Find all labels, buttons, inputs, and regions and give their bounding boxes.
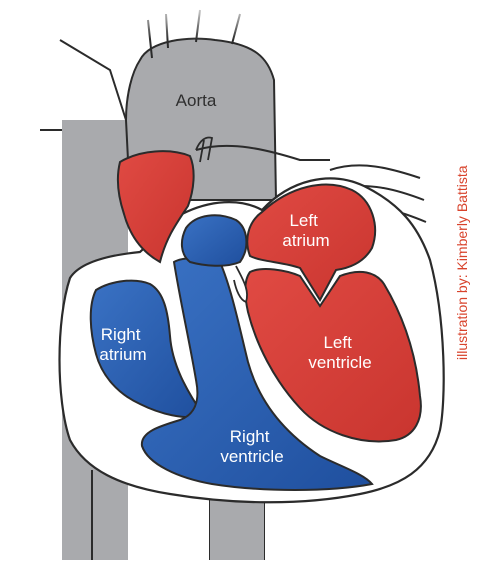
label-right-atrium-line1: Right (101, 325, 141, 344)
label-left-ventricle: Left ventricle (308, 333, 371, 372)
illustration-credit: illustration by: Kimberly Battista (454, 165, 470, 360)
label-left-atrium: Left atrium (282, 211, 329, 250)
upper-red-vessel (116, 150, 195, 264)
left-vessel-lines (40, 39, 127, 131)
label-right-ventricle: Right ventricle (220, 427, 283, 466)
label-left-ventricle-line1: Left (323, 333, 352, 352)
lower-gray-band (210, 490, 264, 560)
label-right-atrium-line2: atrium (99, 345, 146, 364)
label-left-atrium-line2: atrium (282, 231, 329, 250)
label-left-ventricle-line2: ventricle (308, 353, 371, 372)
left-atrium-chamber (246, 183, 377, 302)
label-right-ventricle-line2: ventricle (220, 447, 283, 466)
mitral-valve (233, 265, 248, 304)
label-right-atrium: Right atrium (99, 325, 146, 364)
right-ventricle-chamber (140, 257, 374, 491)
label-left-atrium-line1: Left (289, 211, 318, 230)
pulmonary-trunk (180, 214, 248, 267)
left-ventricle-chamber (244, 268, 422, 443)
aortic-valve (195, 136, 214, 163)
pulmonary-artery (195, 144, 330, 161)
label-right-ventricle-line1: Right (230, 427, 270, 446)
label-aorta: Aorta (176, 91, 217, 110)
